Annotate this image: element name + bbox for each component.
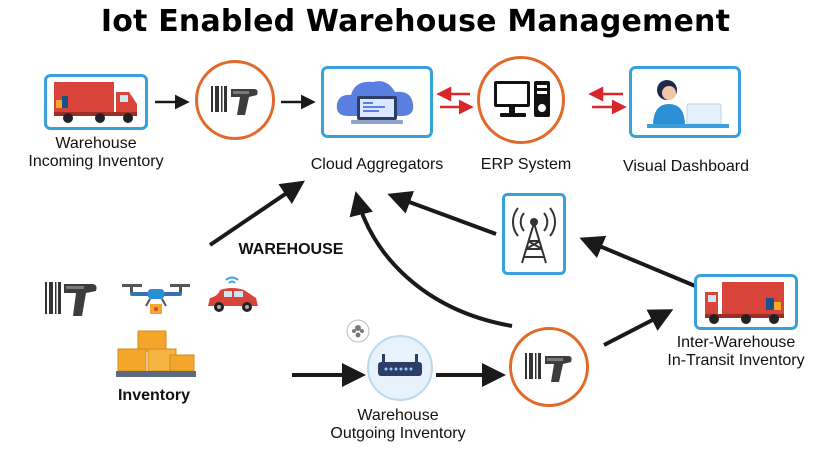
inventory-drone-node — [120, 280, 192, 318]
inventory-label: Inventory — [117, 387, 190, 404]
truck-icon — [44, 74, 148, 130]
truck-icon — [694, 274, 798, 330]
arrow-scanner-to-cloud-curve — [349, 191, 513, 328]
in-transit-label: Inter-Warehouse In-Transit Inventory — [646, 334, 826, 370]
arrow-warehouse-to-cloud — [208, 180, 305, 247]
scanner-top-node — [194, 59, 276, 141]
erp-system-node — [476, 55, 566, 145]
barcode-scanner-icon — [509, 327, 589, 407]
incoming-inventory-label-line2: Incoming Inventory — [28, 153, 164, 170]
cell-tower-icon — [502, 193, 566, 275]
barcode-scanner-icon — [45, 282, 97, 316]
scanner-bottom-node — [508, 326, 590, 408]
in-transit-node — [694, 274, 798, 330]
incoming-inventory-label-line1: Warehouse — [55, 135, 137, 152]
outgoing-inventory-label-line2: Outgoing Inventory — [330, 425, 466, 442]
cloud-aggregators-node — [321, 66, 433, 138]
connected-car-icon — [208, 276, 258, 312]
cloud-laptop-icon — [321, 66, 433, 138]
warehouse-label: WAREHOUSE — [238, 241, 344, 258]
incoming-inventory-node — [44, 74, 148, 130]
computer-icon — [477, 56, 565, 144]
visual-dashboard-node — [629, 66, 741, 138]
barcode-scanner-icon — [195, 60, 275, 140]
cell-tower-node — [502, 193, 566, 275]
in-transit-label-line2: In-Transit Inventory — [667, 352, 805, 369]
outgoing-inventory-label-line1: Warehouse — [357, 407, 439, 424]
incoming-inventory-label: Warehouse Incoming Inventory — [10, 135, 182, 171]
cloud-aggregators-label: Cloud Aggregators — [310, 156, 444, 173]
arrow-transit-to-tower — [579, 235, 701, 290]
erp-system-label: ERP System — [480, 156, 572, 173]
router-icon — [346, 319, 433, 401]
inventory-boxes-node — [114, 325, 198, 381]
boxes-icon — [116, 330, 196, 377]
page-title: Iot Enabled Warehouse Management — [100, 4, 731, 39]
drone-icon — [122, 284, 190, 314]
person-at-desk-icon — [629, 66, 741, 138]
outgoing-inventory-label: Warehouse Outgoing Inventory — [300, 407, 496, 443]
inventory-scanner-node — [44, 280, 100, 318]
arrow-tower-to-cloud — [387, 190, 497, 236]
visual-dashboard-label: Visual Dashboard — [622, 158, 749, 175]
in-transit-label-line1: Inter-Warehouse — [676, 334, 796, 351]
arrow-scanner-to-transit — [603, 309, 674, 347]
gear-cluster — [346, 319, 370, 343]
inventory-car-node — [204, 272, 260, 318]
outgoing-router-node — [344, 318, 434, 402]
